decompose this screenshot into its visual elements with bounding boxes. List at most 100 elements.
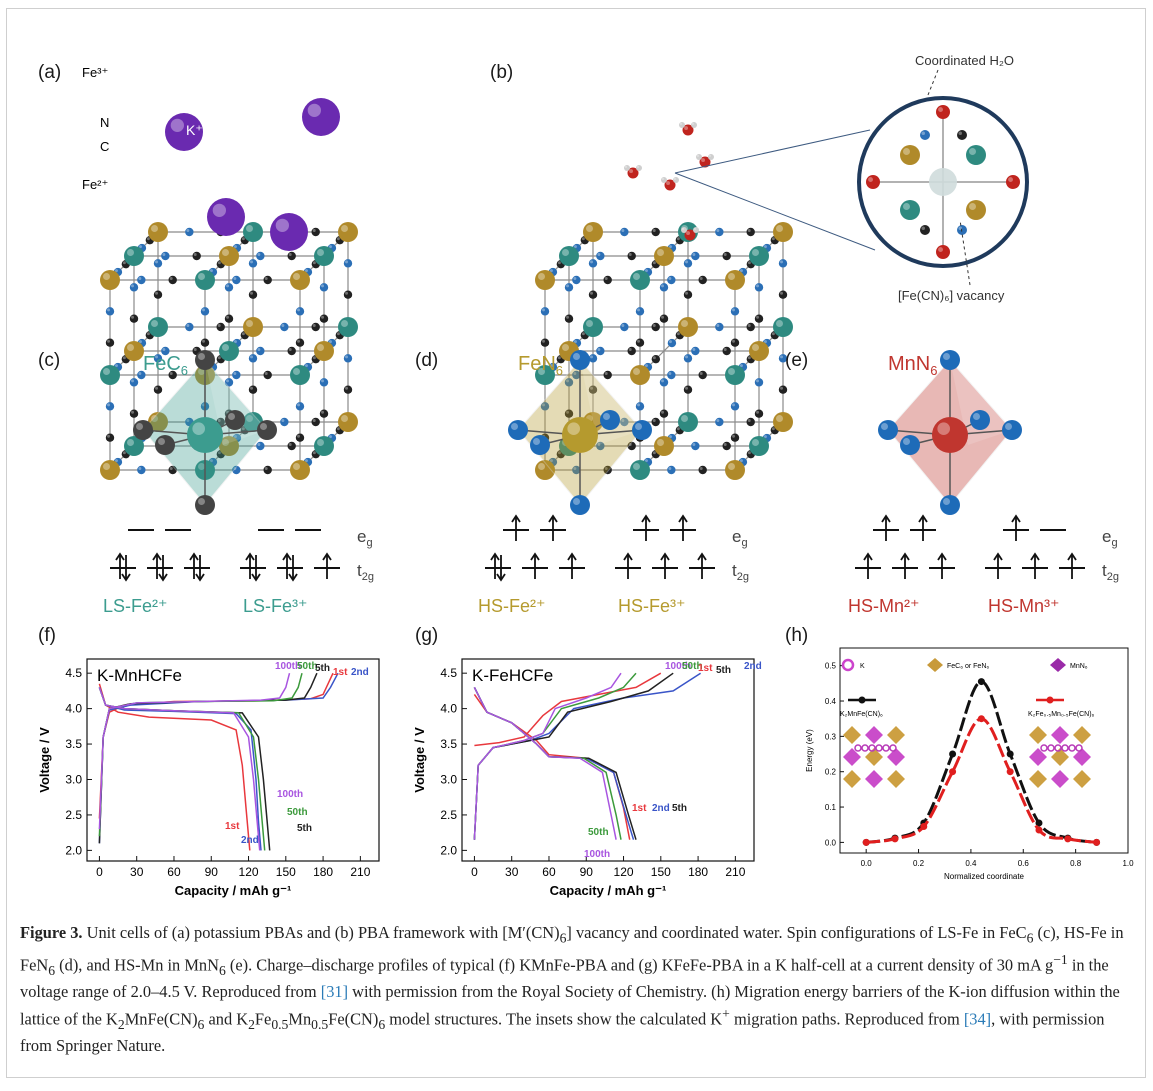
fe3-atom bbox=[314, 341, 334, 361]
inset-metal bbox=[900, 145, 920, 165]
panel-b-vacancy-structure: Coordinated H₂O [Fe(CN)₆] vacancy bbox=[535, 53, 1029, 480]
carbon-atom-highlight bbox=[628, 253, 632, 256]
carbon-atom-highlight bbox=[336, 332, 340, 336]
nitrogen-atom bbox=[596, 441, 605, 451]
t2g-label: t2g bbox=[732, 561, 749, 583]
x-tick-label: 210 bbox=[350, 865, 370, 879]
caption-text: model structures. The insets show the ca… bbox=[385, 1009, 723, 1028]
water-oxygen bbox=[664, 179, 676, 191]
carbon-atom bbox=[153, 385, 163, 394]
carbon-atom-highlight bbox=[288, 253, 292, 256]
mnn6-octahedron bbox=[1051, 770, 1069, 788]
inset-oxygen-highlight bbox=[938, 247, 943, 252]
carbon-atom bbox=[603, 370, 612, 380]
series-100th-discharge bbox=[98, 687, 261, 851]
potassium-ion-highlight bbox=[170, 118, 184, 132]
inset-linker bbox=[920, 130, 930, 140]
nitrogen-atom bbox=[280, 417, 289, 427]
carbon-atom-highlight bbox=[345, 291, 348, 295]
spin-up-head bbox=[322, 552, 332, 561]
carbon-atom-highlight bbox=[771, 237, 775, 241]
fe3-atom-highlight bbox=[103, 273, 110, 280]
metal-center bbox=[187, 417, 223, 453]
fe3-atom-highlight bbox=[317, 344, 324, 351]
nitrogen-atom-highlight bbox=[716, 324, 720, 327]
ligand-atom bbox=[600, 410, 620, 430]
fe2-atom bbox=[535, 365, 555, 385]
k-migration-site bbox=[1040, 744, 1048, 752]
series-1st-charge bbox=[474, 672, 662, 747]
nitrogen-atom-highlight bbox=[281, 324, 285, 327]
nitrogen-atom bbox=[691, 441, 700, 451]
nitrogen-atom-highlight bbox=[304, 364, 308, 368]
fe2-atom-highlight bbox=[151, 320, 158, 327]
ligand-atom-highlight bbox=[533, 438, 540, 445]
carbon-atom-highlight bbox=[628, 348, 632, 351]
fe3-atom-highlight bbox=[151, 225, 158, 232]
left-spin-state: HS-Fe²⁺ bbox=[478, 596, 546, 616]
nitrogen-atom bbox=[161, 251, 170, 261]
x-tick-label: 0.0 bbox=[861, 859, 873, 868]
nitrogen-atom bbox=[200, 307, 210, 316]
nitrogen-atom-highlight bbox=[597, 348, 601, 351]
series-0-point bbox=[977, 678, 985, 686]
nitrogen-atom-highlight bbox=[685, 260, 688, 264]
nitrogen-atom-highlight bbox=[685, 355, 688, 359]
water-hydrogen-highlight bbox=[693, 227, 696, 230]
carbon-atom-highlight bbox=[604, 372, 608, 375]
zoom-line-bottom bbox=[674, 172, 876, 251]
carbon-atom-highlight bbox=[122, 356, 126, 360]
octahedron-face bbox=[580, 360, 642, 445]
fe3-atom bbox=[148, 412, 168, 432]
fe3-atom-highlight bbox=[246, 320, 253, 327]
fe3-atom bbox=[100, 270, 120, 290]
nitrogen-atom-highlight bbox=[233, 467, 237, 470]
nitrogen-atom-highlight bbox=[186, 324, 190, 327]
fe2-atom-highlight bbox=[127, 249, 134, 256]
inset-metal bbox=[900, 200, 920, 220]
carbon-atom-highlight bbox=[336, 427, 340, 431]
x-tick-label: 210 bbox=[725, 865, 745, 879]
water-hydrogen-highlight bbox=[681, 227, 684, 230]
caption-text: Mn bbox=[288, 1009, 312, 1028]
vacancy-site bbox=[929, 168, 957, 196]
panel-e-letter: (e) bbox=[785, 350, 809, 371]
carbon-atom bbox=[730, 338, 740, 347]
carbon-atom-highlight bbox=[604, 277, 608, 280]
carbon-atom bbox=[319, 409, 329, 418]
carbon-atom-highlight bbox=[217, 451, 221, 455]
nitrogen-atom bbox=[596, 251, 605, 261]
spin-up-head bbox=[189, 552, 199, 561]
reference-link-31[interactable]: [31] bbox=[320, 982, 349, 1002]
carbon-atom bbox=[343, 385, 353, 394]
nitrogen-atom-highlight bbox=[661, 284, 664, 288]
reference-link-34[interactable]: [34] bbox=[963, 1009, 992, 1028]
k-migration-site bbox=[861, 744, 869, 752]
spin-down-head bbox=[195, 573, 205, 582]
caption-sub: 2 bbox=[117, 1016, 125, 1032]
ligand-atom bbox=[1002, 420, 1022, 440]
caption-text: MnFe(CN) bbox=[124, 1009, 198, 1028]
potassium-ion bbox=[270, 213, 308, 251]
complex-formula: MnN6 bbox=[888, 353, 937, 378]
migration-path-inset bbox=[843, 726, 905, 788]
carbon-atom-highlight bbox=[217, 419, 221, 422]
ligand-atom-highlight bbox=[943, 353, 950, 360]
t2g-label: t2g bbox=[357, 561, 374, 583]
water-hydrogen bbox=[636, 165, 642, 171]
series-0-point bbox=[1035, 819, 1043, 827]
inset-metal-highlight bbox=[903, 203, 910, 210]
nitrogen-atom bbox=[153, 354, 163, 363]
legend-label: FeC₆ or FeN₆ bbox=[947, 663, 989, 670]
water-hydrogen-highlight bbox=[673, 177, 676, 180]
carbon-atom bbox=[153, 290, 163, 299]
series-1-point bbox=[891, 835, 899, 843]
chart-title: K-FeHCFe bbox=[472, 666, 553, 685]
carbon-atom-highlight bbox=[747, 356, 751, 360]
x-axis-label: Capacity / mAh g⁻¹ bbox=[175, 883, 292, 898]
eg-label: eg bbox=[357, 527, 373, 549]
fe2-atom-highlight bbox=[127, 439, 134, 446]
label-k: K⁺ bbox=[186, 122, 203, 138]
octahedron-face bbox=[950, 360, 1012, 445]
caption-sup: −1 bbox=[1053, 951, 1068, 967]
